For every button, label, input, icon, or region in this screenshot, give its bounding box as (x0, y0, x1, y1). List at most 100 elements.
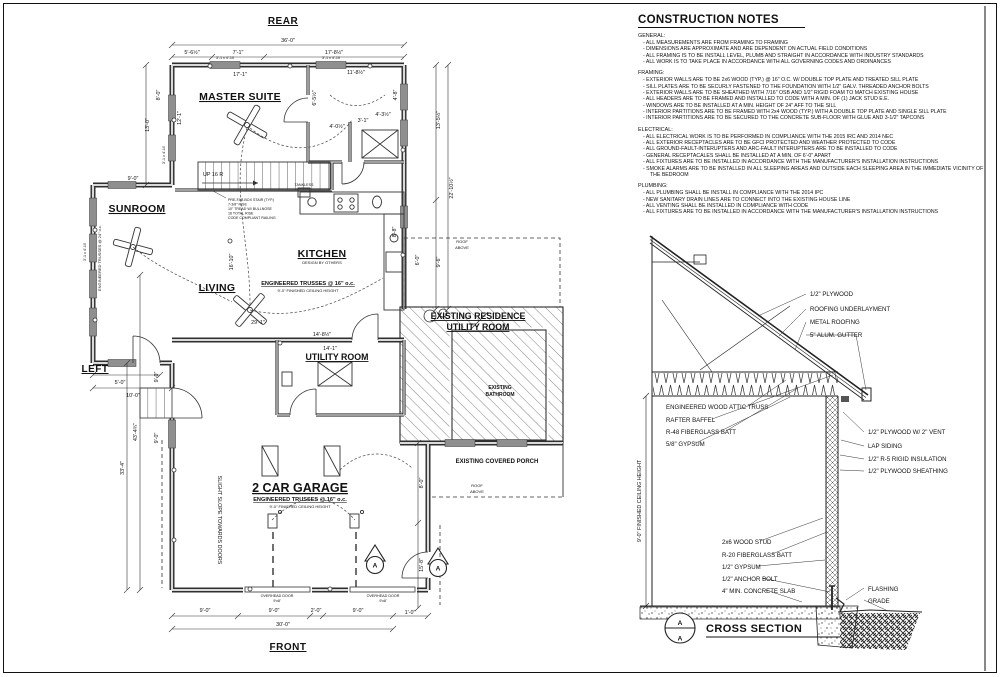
garage-details (261, 445, 365, 529)
dim-label: 9'-0" (154, 372, 160, 383)
dim-label: 7'-1" (233, 50, 244, 56)
overhead-door-label: OVERHEAD DOOR (367, 594, 400, 598)
outlet-icon (92, 227, 98, 233)
dim-label: 8'-0" (419, 478, 425, 489)
gutter (861, 387, 872, 402)
section-markers: A A (364, 543, 449, 578)
dim-label: 43'-4¾" (133, 423, 139, 441)
existing-residence-hatch (399, 306, 564, 444)
stair-note-line: CODE COMPLIANT RAILING (228, 216, 276, 220)
window (107, 359, 137, 367)
section-label: 5/8" GYPSUM (666, 441, 705, 448)
note-item: ALL HEADERS ARE TO BE FRAMED AND INSTALL… (643, 96, 990, 102)
rear-label: REAR (268, 16, 299, 27)
overhead-door-size: 9'x8' (273, 599, 281, 603)
section-label: METAL ROOFING (810, 319, 860, 326)
appliance (317, 361, 353, 387)
dim-label: 9'-0" (128, 176, 139, 182)
basin (372, 195, 382, 209)
window-tag: 3'-1 x 4'-10 (322, 56, 340, 60)
plan-labels: REAR FRONT LEFT MASTER SUITE SUNROOM LIV… (82, 16, 539, 653)
dim-label: 30'-0" (276, 622, 290, 628)
note-item: ALL WORK IS TO TAKE PLACE IN ACCORDANCE … (643, 59, 990, 65)
notes-title: CONSTRUCTION NOTES (638, 14, 805, 28)
sink (307, 197, 317, 207)
dimension-lines (89, 41, 452, 633)
stair-note-line: 16 TOTAL RISE (228, 212, 254, 216)
flashing (835, 597, 845, 613)
section-label: R-20 FIBERGLASS BATT (722, 552, 792, 559)
dim-label: 17'-8½" (325, 49, 343, 56)
room-label-existing-bath-1: EXISTING (488, 385, 511, 391)
dim-label: 16'-10" (229, 254, 235, 271)
dim-label: 4'-8" (393, 90, 399, 101)
outlet-icon (247, 586, 253, 592)
ceiling-fixture (349, 513, 360, 529)
note-item: ALL EXTERIOR RECEPTACLES ARE TO BE GFCI … (643, 140, 990, 146)
dim-label: 9'-6" (436, 257, 442, 268)
outlet-icon (171, 467, 177, 473)
overhead-door-panel (349, 586, 416, 593)
section-marker-a: A (427, 546, 449, 578)
window (400, 119, 408, 147)
dim-label: 14'-8½" (313, 331, 331, 338)
section-label: 1/2" ANCHOR BOLT (722, 576, 778, 583)
dim-label: 29'-1" (251, 320, 265, 326)
dashed-reference-lines (161, 237, 563, 605)
dim-label: 9'-0" (269, 608, 280, 614)
window (107, 181, 137, 189)
window (444, 439, 476, 447)
room-label-kitchen: KITCHEN (298, 248, 347, 260)
note-item: ALL GROUND-FAULT-INTERUPTERS AND ARC-FAU… (643, 146, 990, 152)
note-item: ALL PLUMBING SHALL BE INSTALL IN COMPLIA… (643, 190, 990, 196)
attic-insulation (653, 373, 838, 395)
room-label-existing-2: UTILITY ROOM (447, 322, 510, 332)
note-item: INTERIOR PARTITIONS ARE TO BE FRAMED WIT… (643, 109, 990, 115)
window (168, 419, 176, 449)
post (261, 445, 279, 477)
roof-above-label: ROOF (456, 239, 468, 244)
window (89, 269, 97, 299)
section-leaders (695, 293, 889, 612)
dim-label: 33'-4" (120, 461, 126, 475)
section-label: 1/2" PLYWOOD W/ 2" VENT (868, 429, 946, 436)
dim-label: 4'-0½" (329, 123, 344, 130)
utility-fixtures (281, 361, 353, 387)
overhead-door-panel (244, 586, 311, 593)
dim-label: 3'-1" (358, 118, 369, 124)
dim-label: 6'-5½" (311, 90, 318, 105)
range (333, 193, 359, 213)
dim-label: 8'-0" (156, 90, 162, 101)
section-label: 4" MIN. CONCRETE SLAB (722, 588, 795, 595)
dim-label: 6'-0" (415, 255, 421, 266)
dim-label: 13'-5½" (435, 111, 442, 129)
outlet-icon (171, 537, 177, 543)
slope-note: SLIGHT SLOPE TOWARDS DOORS (216, 476, 222, 565)
stair-note-line: 7-3/8" RISE (228, 203, 247, 207)
stair-direction-label: UP 16 R (203, 172, 223, 178)
section-label: 5" ALUM. GUTTER (810, 332, 863, 339)
note-item: ALL FRAMING IS TO BE INSTALL LEVEL, PLUM… (643, 53, 990, 59)
notes-section-framing: FRAMING: EXTERIOR WALLS ARE TO BE 2x6 WO… (638, 70, 990, 121)
dim-label: 9'-0" (200, 608, 211, 614)
windows (89, 61, 528, 449)
dim-label: 12'-1" (177, 111, 183, 125)
section-label: 1/2" PLYWOOD (810, 291, 854, 298)
soffit-vent (841, 396, 849, 402)
note-item: SMOKE ALARMS ARE TO BE INSTALLED IN ALL … (643, 166, 990, 179)
note-item: ALL VENTING SHALL BE INSTALLED IN COMPLI… (643, 203, 990, 209)
section-label: 1/2" GYPSUM (722, 564, 761, 571)
notes-heading: GENERAL: (638, 33, 666, 39)
section-bubble-top: A (678, 620, 683, 627)
outlet-icon (227, 238, 233, 244)
note-item: INTERIOR PARTITIONS ARE TO BE SECURED TO… (643, 115, 990, 121)
room-label-utility: UTILITY ROOM (306, 352, 369, 362)
living-ceiling-note: 9'-0" FINISHED CEILING HEIGHT (277, 288, 339, 293)
section-label: ENGINEERED WOOD ATTIC TRUSS (666, 404, 768, 411)
section-label: 2x6 WOOD STUD (722, 539, 772, 546)
living-trusses-note: ENGINEERED TRUSSES @ 16" o.c. (261, 281, 355, 287)
room-label-porch: EXISTING COVERED PORCH (456, 459, 539, 465)
appliance (385, 251, 403, 273)
outlet-icon (287, 63, 293, 69)
